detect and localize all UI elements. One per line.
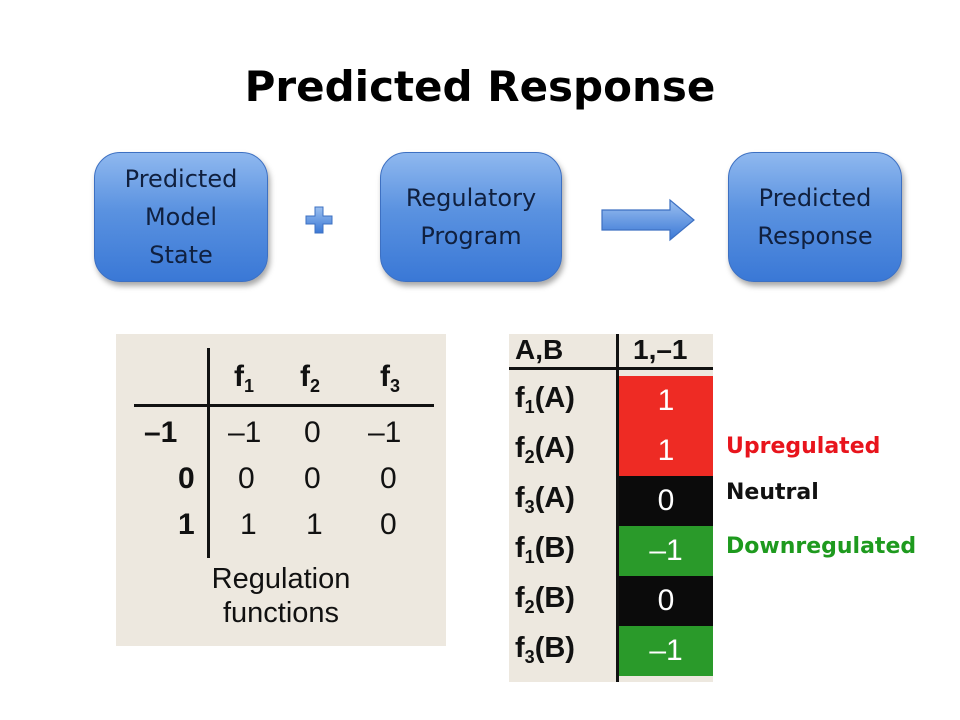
response-cell: –1 <box>619 626 713 676</box>
regulatory-program-label: Regulatory Program <box>405 184 537 250</box>
table-row: f1(A) 1 <box>509 376 713 426</box>
table-cell: 0 <box>380 462 397 495</box>
row-label: f2(B) <box>515 582 575 617</box>
table-cell: 0 <box>304 416 321 449</box>
row-header: 0 <box>178 462 195 495</box>
table-divider-horizontal <box>509 367 713 370</box>
predicted-model-state-box: Predicted Model State <box>94 152 268 282</box>
row-header: 1 <box>178 508 195 541</box>
table-cell: 0 <box>304 462 321 495</box>
column-header-f2: f2 <box>300 360 321 396</box>
row-label: f3(A) <box>515 482 575 517</box>
table-cell: –1 <box>368 416 402 449</box>
table-divider-horizontal <box>134 404 434 407</box>
legend-downregulated: Downregulated <box>726 534 917 559</box>
row-label: f2(A) <box>515 432 575 467</box>
response-cell: 1 <box>619 426 713 476</box>
column-header-f1: f1 <box>234 360 255 396</box>
row-label: f1(B) <box>515 532 575 567</box>
table-cell: 0 <box>238 462 255 495</box>
right-arrow-icon <box>601 198 695 242</box>
response-cell: 0 <box>619 576 713 626</box>
predicted-response-box: Predicted Response <box>728 152 902 282</box>
table-row: f3(A) 0 <box>509 476 713 526</box>
table-row: f2(B) 0 <box>509 576 713 626</box>
table-cell: 0 <box>380 508 397 541</box>
response-cell: –1 <box>619 526 713 576</box>
column-header-f3: f3 <box>380 360 401 396</box>
table-divider-vertical <box>207 348 210 558</box>
table-cell: 1 <box>306 508 323 541</box>
row-label: f1(A) <box>515 382 575 417</box>
table-cell: –1 <box>228 416 262 449</box>
predicted-response-label: Predicted Response <box>757 184 873 250</box>
table-cell: 1 <box>240 508 257 541</box>
row-label: f3(B) <box>515 632 575 667</box>
table-divider-vertical <box>616 334 619 682</box>
row-header: –1 <box>144 416 178 449</box>
response-table-panel: A,B 1,–1 f1(A) 1 f2(A) 1 f3(A) 0 f1(B) –… <box>509 334 713 682</box>
response-header-left: A,B <box>515 334 564 365</box>
legend-upregulated: Upregulated <box>726 434 881 459</box>
predicted-model-state-label: Predicted Model State <box>124 165 238 269</box>
regulatory-program-box: Regulatory Program <box>380 152 562 282</box>
response-header-right: 1,–1 <box>633 334 688 365</box>
table-row: f1(B) –1 <box>509 526 713 576</box>
plus-icon <box>305 206 333 234</box>
page-title: Predicted Response <box>244 62 716 111</box>
legend-neutral: Neutral <box>726 480 819 505</box>
regulation-functions-panel: f1 f2 f3 –1 0 1 –1 0 –1 0 0 0 1 1 0 Regu… <box>116 334 446 646</box>
regulation-caption: Regulation functions <box>211 563 351 629</box>
response-cell: 1 <box>619 376 713 426</box>
table-row: f2(A) 1 <box>509 426 713 476</box>
response-cell: 0 <box>619 476 713 526</box>
table-row: f3(B) –1 <box>509 626 713 676</box>
